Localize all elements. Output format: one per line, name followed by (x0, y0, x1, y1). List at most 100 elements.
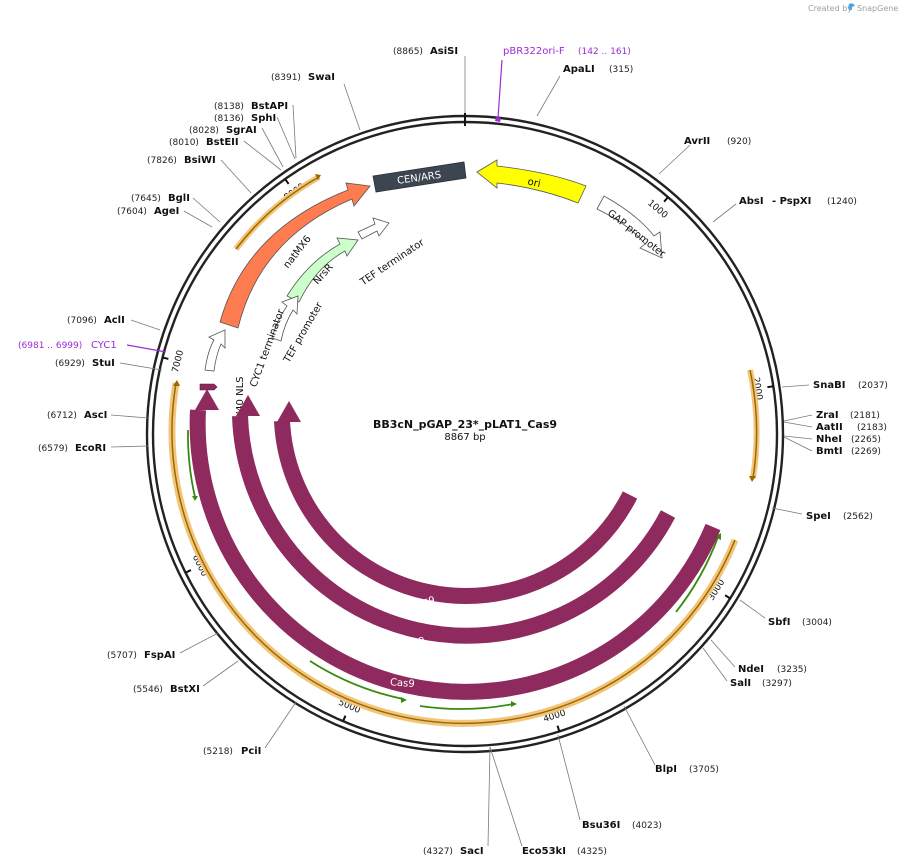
leader-bsiwi (220, 159, 252, 194)
primer-name-pbr322[interactable]: pBR322ori-F (503, 46, 565, 57)
enzyme-pos-bsiwi: (7826) (147, 156, 177, 166)
enzyme-name-bstxi[interactable]: BstXI (170, 684, 200, 695)
leader-sali (702, 647, 728, 682)
enzyme-name-sphi[interactable]: SphI (251, 113, 276, 124)
enzyme-pos-acli: (7096) (67, 316, 97, 326)
primer-pos-pbr322: (142 .. 161) (578, 47, 631, 57)
enzyme-name-sgrai[interactable]: SgrAI (226, 125, 257, 136)
cas9-arrowhead-icon (195, 389, 219, 410)
enzyme-name-sali[interactable]: SalI (730, 678, 751, 689)
enzyme-pos-bstxi: (5546) (133, 685, 163, 695)
enzyme-name-pcii[interactable]: PciI (241, 746, 261, 757)
orf-line-right (749, 369, 758, 479)
leader-bstxi (202, 660, 239, 687)
enzyme-name-zrai[interactable]: ZraI (816, 410, 839, 421)
enzyme-pos-asci: (6712) (47, 411, 77, 421)
feature-nrsr[interactable] (286, 237, 359, 303)
feature-label-ori: ori (526, 177, 541, 190)
enzyme-name-bsteii[interactable]: BstEII (206, 137, 239, 148)
orf-line-cas9 (171, 382, 736, 725)
feature-cas9-outer[interactable] (189, 409, 721, 700)
enzyme-name-snabi[interactable]: SnaBI (813, 380, 845, 391)
tick-mark (342, 715, 347, 722)
leader-absi (712, 203, 737, 223)
feature-natmx6[interactable] (219, 182, 371, 329)
enzyme-pos-aatii: (2183) (857, 423, 887, 433)
enzyme-pos-bgli: (7645) (131, 194, 161, 204)
orf-green-1 (187, 429, 196, 498)
enzyme-pos-apali: (315) (609, 65, 633, 75)
enzyme-pos-eco53ki: (4325) (577, 847, 607, 857)
enzyme-pos-sbfi: (3004) (802, 618, 832, 628)
enzyme-pos-bsu36i: (4023) (632, 821, 662, 831)
enzyme-name-bmti[interactable]: BmtI (816, 446, 843, 457)
cas9-arrowhead-icon (236, 395, 260, 416)
orf-arrowhead-icon (192, 496, 198, 501)
enzyme-name-stui[interactable]: StuI (92, 358, 115, 369)
enzyme-pos-avrii: (920) (727, 137, 751, 147)
feature-sv40-nls[interactable] (199, 383, 218, 391)
feature-label-cas9-1: Cas9 (390, 677, 415, 690)
enzyme-name-bgli[interactable]: BglI (168, 193, 190, 204)
enzyme-name-saci[interactable]: SacI (460, 846, 484, 857)
enzyme-pos-ndei: (3235) (777, 665, 807, 675)
enzyme-name-bstapi[interactable]: BstAPI (251, 101, 288, 112)
enzyme-name-apali[interactable]: ApaLI (563, 64, 595, 75)
enzyme-name-asisi[interactable]: AsiSI (430, 46, 458, 57)
feature-label-cas9-3: Cas9 (410, 595, 436, 609)
enzyme-labels: (8865) AsiSI pBR322ori-F (142 .. 161) Ap… (18, 46, 888, 857)
enzyme-name-agei[interactable]: AgeI (154, 206, 179, 217)
enzyme-name-ecori[interactable]: EcoRI (75, 443, 106, 454)
tick-mark (663, 196, 669, 203)
feature-tef-promoter[interactable] (271, 295, 299, 342)
feature-cas9-middle[interactable] (232, 415, 676, 644)
enzyme-name-ndei[interactable]: NdeI (738, 664, 764, 675)
enzyme-name-fspai[interactable]: FspAI (144, 650, 175, 661)
leader-sphi (276, 116, 296, 160)
feature-tef-terminator[interactable] (357, 217, 390, 240)
leader-eco53ki (489, 746, 523, 847)
leader-pcii (264, 701, 297, 749)
enzyme-name-bsu36i[interactable]: Bsu36I (582, 820, 620, 831)
leader-saci (487, 746, 491, 847)
enzyme-pos-spei: (2562) (843, 512, 873, 522)
leader-blpi (623, 705, 656, 766)
enzyme-name-pspxi[interactable]: - PspXI (772, 196, 811, 207)
primer-name-cyc1[interactable]: CYC1 (91, 340, 117, 351)
feature-cas9-inner[interactable] (274, 420, 638, 605)
snapgene-credit: Created by SnapGene (808, 3, 898, 13)
enzyme-name-bsiwi[interactable]: BsiWI (184, 155, 216, 166)
feature-gap-promoter[interactable] (596, 195, 663, 259)
feature-ori[interactable] (476, 159, 587, 204)
cas9-arrowhead-icon (277, 401, 301, 422)
tick-mark (724, 594, 731, 600)
enzyme-name-acli[interactable]: AclI (104, 315, 125, 326)
enzyme-name-eco53ki[interactable]: Eco53kI (522, 846, 566, 857)
leader-agei (183, 210, 213, 228)
leader-bsu36i (557, 734, 581, 821)
leader-asci (110, 414, 149, 419)
leader-snabi (781, 384, 810, 388)
enzyme-name-spei[interactable]: SpeI (806, 511, 831, 522)
leader-sbfi (739, 599, 766, 619)
enzyme-name-aatii[interactable]: AatII (816, 422, 843, 433)
enzyme-name-nhei[interactable]: NheI (816, 434, 842, 445)
feature-cen-ars[interactable] (372, 161, 467, 193)
tick-mark (185, 569, 192, 574)
enzyme-pos-snabi: (2037) (858, 381, 888, 391)
enzyme-name-sbfi[interactable]: SbfI (768, 617, 790, 628)
enzyme-name-avrii[interactable]: AvrII (684, 136, 710, 147)
leader-bgli (192, 197, 221, 223)
feature-label-cas9-2: Cas9 (400, 636, 425, 649)
enzyme-pos-sgrai: (8028) (189, 126, 219, 136)
enzyme-pos-bstapi: (8138) (214, 102, 244, 112)
enzyme-name-absi[interactable]: AbsI (739, 196, 764, 207)
orf-line-natmx (235, 176, 320, 250)
orf-arrowhead-icon (749, 476, 756, 482)
enzyme-name-blpi[interactable]: BlpI (655, 764, 677, 775)
enzyme-name-asci[interactable]: AscI (84, 410, 107, 421)
features: CEN/ARS ori GAP promoter natMX6 NrsR TEF… (189, 159, 721, 700)
feature-cyc1-terminator[interactable] (204, 329, 226, 372)
enzyme-name-swai[interactable]: SwaI (308, 72, 335, 83)
